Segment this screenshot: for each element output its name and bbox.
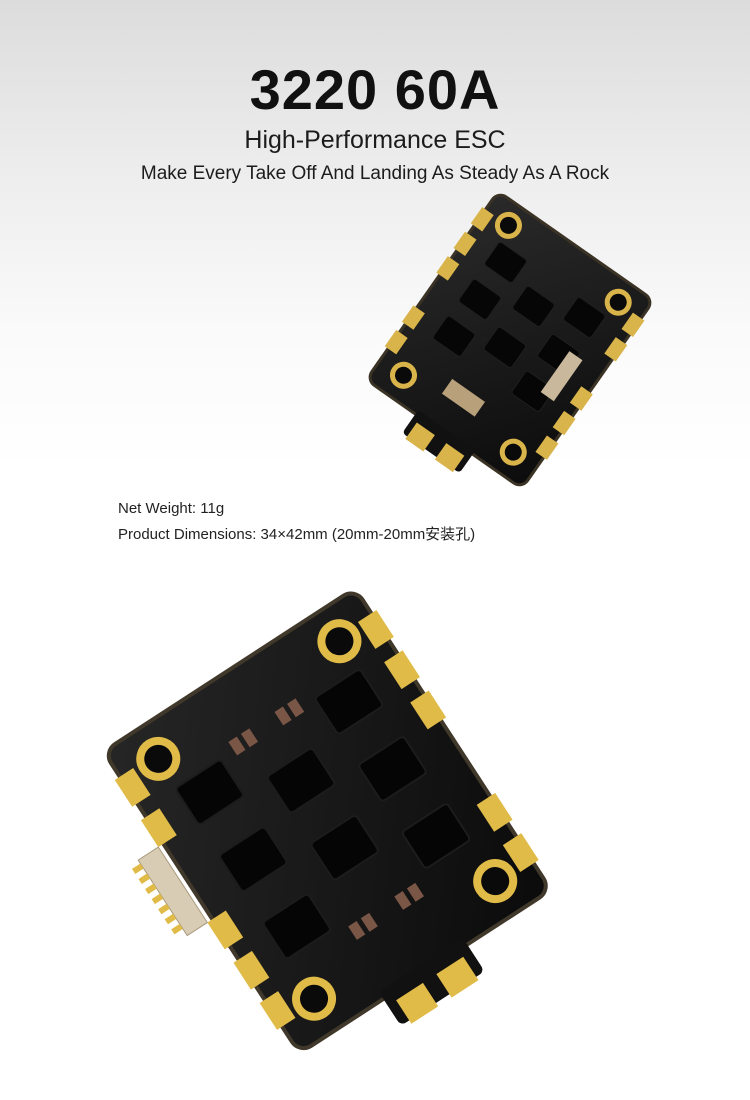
product-title: 3220 60A (249, 58, 501, 121)
net-weight-spec: Net Weight: 11g (118, 500, 225, 517)
product-tagline: Make Every Take Off And Landing As Stead… (140, 163, 610, 184)
dimensions-spec: Product Dimensions: 34×42mm (20mm-20mm安装… (118, 526, 476, 543)
esc-board-photo-top (368, 193, 652, 487)
esc-board-photo-bottom (106, 591, 548, 1051)
product-subtitle: High-Performance ESC (244, 126, 506, 154)
